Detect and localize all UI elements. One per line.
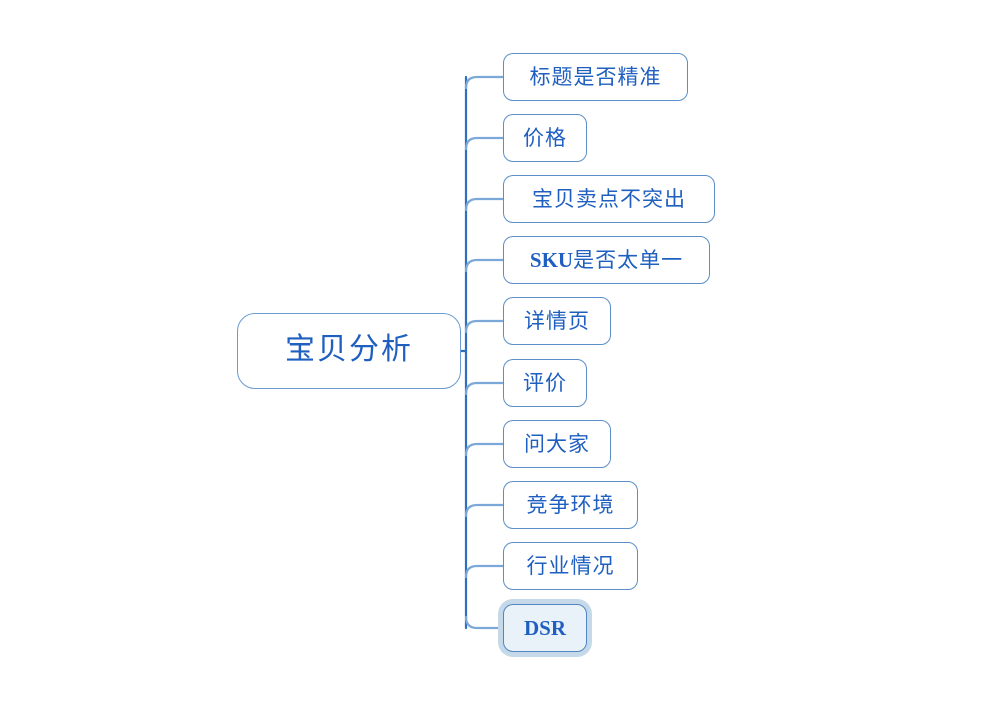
connector-branch-1 [464,75,505,90]
node-label: DSR [523,615,566,640]
node-label: 标题是否精准 [529,65,662,89]
node-title-accuracy[interactable]: 标题是否精准 [503,53,688,101]
node-label: 详情页 [524,309,590,333]
node-ask-everyone[interactable]: 问大家 [503,420,611,468]
connector-branch-5 [464,319,505,334]
node-label: 评价 [523,371,567,395]
node-label: 问大家 [524,432,590,456]
node-industry-status[interactable]: 行业情况 [503,542,638,590]
node-label-latin: SKU [529,247,574,272]
connector-branch-7 [464,442,505,457]
node-label: 竞争环境 [526,493,615,517]
node-sku-variety[interactable]: SKU是否太单一 [503,236,710,284]
connector-branch-8 [464,503,505,518]
node-competition[interactable]: 竞争环境 [503,481,638,529]
node-label: SKU是否太单一 [529,247,684,272]
node-label: 宝贝卖点不突出 [532,187,686,211]
connector-branch-9 [464,564,505,579]
node-label: 价格 [523,126,567,150]
connector-branch-10 [464,615,505,630]
connector-branch-4 [464,258,505,273]
node-label: 行业情况 [526,554,615,578]
node-dsr[interactable]: DSR [503,604,587,652]
node-price[interactable]: 价格 [503,114,587,162]
node-label-cjk: 是否太单一 [573,248,684,272]
node-reviews[interactable]: 评价 [503,359,587,407]
central-node-label: 宝贝分析 [285,333,413,366]
node-selling-point[interactable]: 宝贝卖点不突出 [503,175,715,223]
connector-branch-3 [464,197,505,212]
connector-branch-2 [464,136,505,151]
central-node[interactable]: 宝贝分析 [237,313,461,389]
connector-branch-6 [464,381,505,396]
node-detail-page[interactable]: 详情页 [503,297,611,345]
